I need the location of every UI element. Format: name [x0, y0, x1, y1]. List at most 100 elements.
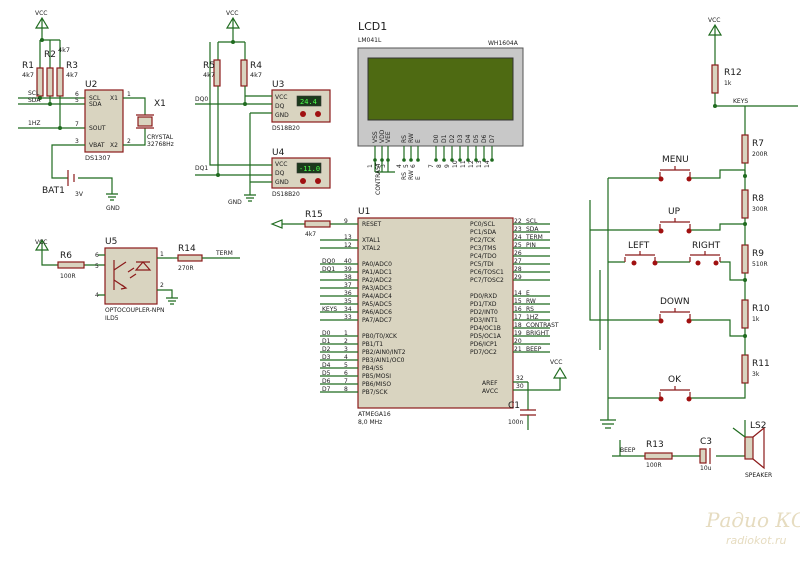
mcu-pin-num: 32: [516, 375, 524, 382]
r9-name: R9: [752, 249, 764, 259]
mcu-pin-label: PC2/TCK: [470, 237, 496, 244]
mcu-pin-num: 34: [344, 306, 352, 313]
mcu-net-label: BEEP: [526, 346, 542, 353]
lcd-module: LCD1 LM041L WH1604A VSS1VDD2VEE3RS4RW5E6…: [357, 20, 524, 195]
u3-button-down[interactable]: [300, 111, 306, 117]
crystal-x1: [137, 116, 153, 127]
resistor-r10: [741, 299, 749, 329]
r13-value: 100R: [646, 462, 662, 469]
mcu-net-label: SDA: [526, 226, 539, 233]
mcu-pin-label: PB4/SS: [362, 365, 383, 372]
rtc-pin-vbat: VBAT: [89, 142, 105, 149]
u4-pin-vcc: VCC: [275, 161, 287, 168]
mcu-pin-label: PD5/OC1A: [470, 333, 502, 340]
resistor-r4: [240, 59, 248, 87]
lcd-pin-label: VDD: [379, 129, 386, 143]
c1-value: 100n: [508, 419, 523, 426]
mcu-net-label: KEYS: [322, 306, 337, 313]
mcu-pin-num: 22: [514, 218, 522, 225]
watermark-url: radiokot.ru: [726, 534, 786, 547]
mcu-net-label: TERM: [525, 234, 543, 241]
u4-button-down[interactable]: [300, 178, 306, 184]
mcu-pin-num: 2: [344, 338, 348, 345]
lcd-screen: [367, 57, 514, 121]
lcd-pin-num: 10: [452, 160, 459, 168]
opto-pin-num: 4: [95, 292, 99, 299]
mcu-pin-label: PB5/MOSI: [362, 373, 391, 380]
mcu-pin-num: 5: [344, 362, 348, 369]
u3-button-up[interactable]: [315, 111, 321, 117]
up-button-label: UP: [668, 207, 681, 217]
menu-button[interactable]: MENU: [658, 155, 692, 182]
rtc-chip-body: [84, 89, 124, 153]
resistor-r9: [741, 244, 749, 274]
lcd-part: WH1604A: [488, 40, 519, 47]
up-button[interactable]: UP: [658, 207, 692, 234]
mcu-pin-label: XTAL2: [362, 245, 381, 252]
lcd-pin-num: 1: [367, 164, 374, 168]
net-1hz: 1HZ: [28, 120, 40, 127]
opto-chip: ILD5: [105, 315, 119, 322]
mcu-pin-label: PD7/OC2: [470, 349, 497, 356]
crystal-type: CRYSTAL: [147, 134, 174, 141]
lcd-pin-num: 5: [403, 164, 410, 168]
net-contrast-lcd: CONTRAST: [375, 162, 382, 195]
lcd-pin-label: D3: [457, 134, 464, 143]
lcd-net-rs: RS: [401, 172, 408, 180]
mcu-pin-num: 37: [344, 282, 352, 289]
mcu-pin-num: 6: [344, 370, 348, 377]
resistor-r6: [57, 261, 85, 269]
mcu-pin-num: 36: [344, 290, 352, 297]
crystal-freq: 32768Hz: [147, 141, 174, 148]
mcu-pin-label: PA7/ADC7: [362, 317, 392, 324]
u4-display: [296, 162, 322, 174]
mcu-net-label: RS: [526, 306, 534, 313]
mcu-pin-label: PB6/MISO: [362, 381, 391, 388]
speaker-section: BEEP R13 100R C3 10u LS2 SPEAKER: [612, 420, 772, 479]
rtc-pin-sout: SOUT: [89, 125, 106, 132]
u4-chip: DS18B20: [272, 191, 300, 198]
r12-value: 1k: [724, 80, 732, 87]
mcu-pin-label: PD6/ICP1: [470, 341, 498, 348]
ok-button[interactable]: OK: [658, 375, 692, 402]
mcu-pin-label: PA2/ADC2: [362, 277, 392, 284]
mcu-pin-num: 24: [514, 234, 522, 241]
right-button[interactable]: RIGHT: [689, 241, 721, 266]
opto-pin-num: 2: [160, 282, 164, 289]
r10-value: 1k: [752, 316, 760, 323]
resistor-r5: [213, 59, 221, 87]
net-dq0: DQ0: [195, 96, 208, 103]
vcc-label-3: VCC: [35, 239, 47, 246]
mcu-net-label: RW: [526, 298, 536, 305]
mcu-pin-label: PB7/SCK: [362, 389, 389, 396]
rtc-pin-num: 6: [75, 91, 79, 98]
left-button[interactable]: LEFT: [624, 241, 658, 266]
u4-button-up[interactable]: [315, 178, 321, 184]
mcu-net-label: BRIGHT: [526, 330, 549, 337]
mcu-net-label: D4: [322, 362, 331, 369]
mcu-pin-label: XTAL1: [362, 237, 381, 244]
mcu-pin-label: PA3/ADC3: [362, 285, 392, 292]
r11-name: R11: [752, 359, 770, 369]
lcd-pin-num: 2: [374, 164, 381, 168]
r5-value: 4k7: [203, 71, 215, 79]
r1-name: R1: [22, 61, 34, 71]
r2-name: R2: [44, 50, 56, 60]
r15-name: R15: [305, 210, 323, 220]
mcu-net-label: DQ0: [322, 258, 335, 265]
rtc-pin-num: 3: [75, 138, 79, 145]
mcu-pin-num: 35: [344, 298, 352, 305]
opto-type: OPTOCOUPLER-NPN: [105, 307, 164, 314]
down-button-label: DOWN: [660, 297, 690, 307]
mcu-pin-num: 33: [344, 314, 352, 321]
mcu-pin-num: 14: [514, 290, 522, 297]
mcu-pin-num: 7: [344, 378, 348, 385]
battery-value: 3V: [75, 191, 84, 198]
mcu-pin-num: 21: [514, 346, 522, 353]
r12-name: R12: [724, 68, 742, 78]
down-button[interactable]: DOWN: [658, 297, 692, 324]
crystal-name: X1: [154, 99, 166, 109]
mcu-ref: U1: [358, 207, 370, 217]
u4-pin-gnd: GND: [275, 179, 289, 186]
